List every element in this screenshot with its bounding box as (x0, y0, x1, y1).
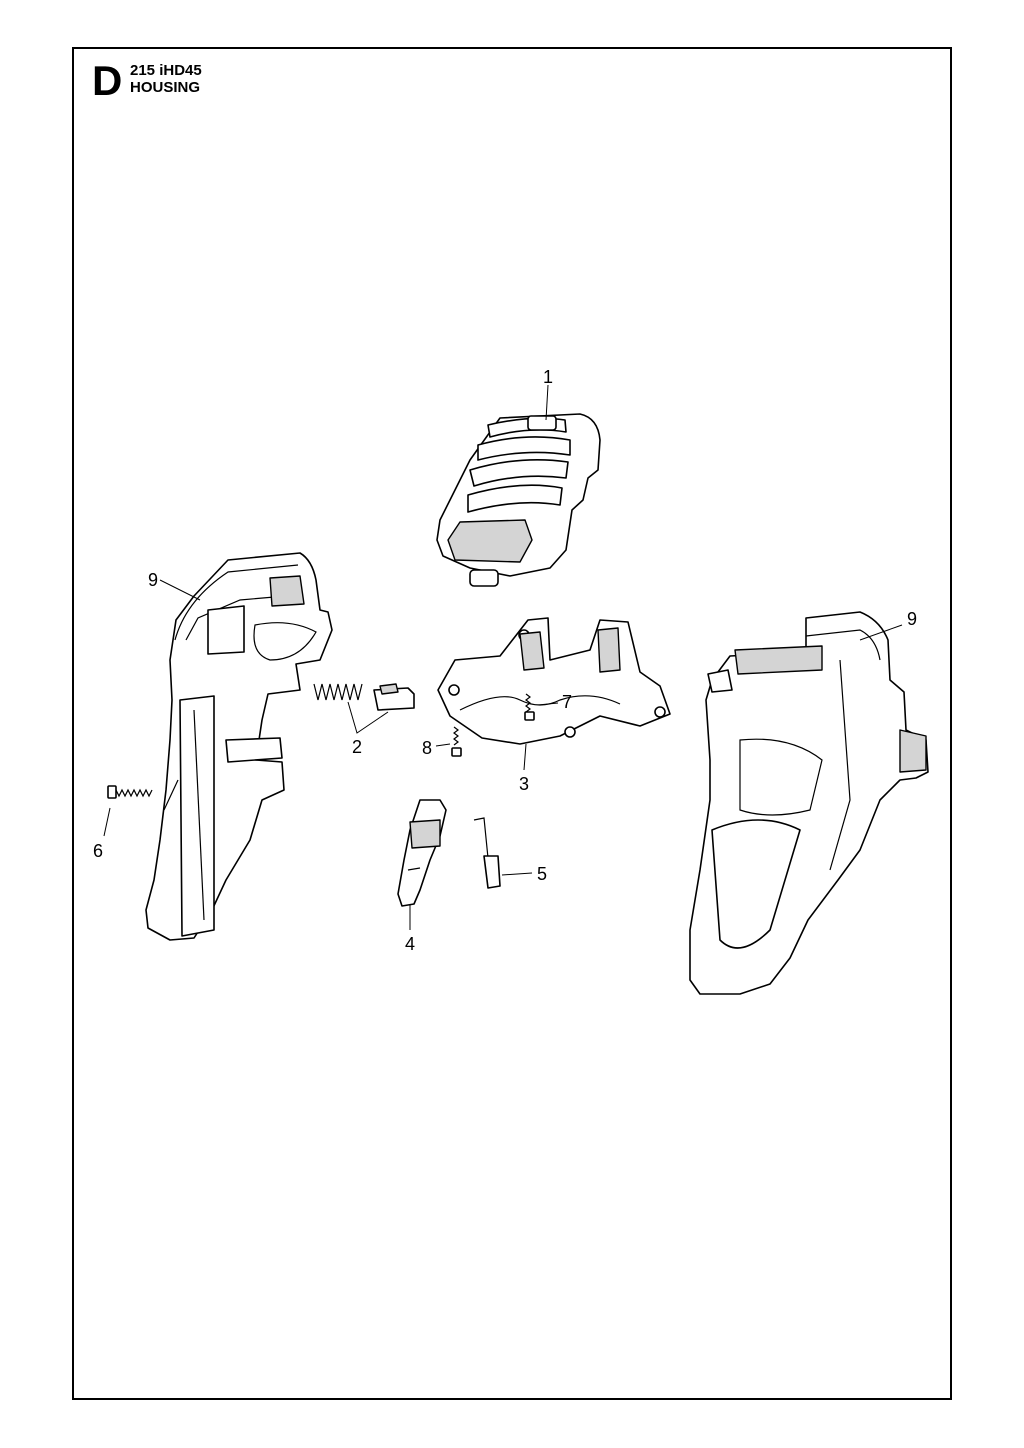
callout-number: 8 (422, 738, 432, 758)
model-number: 215 iHD45 (130, 62, 202, 79)
trigger-icon[interactable] (397, 799, 447, 907)
leader-line (523, 743, 527, 771)
callout-number: 1 (543, 367, 553, 387)
handle-housing-half-icon[interactable] (145, 552, 333, 941)
leader-line (537, 702, 559, 706)
callout-number: 3 (519, 774, 529, 794)
handle-housing-half-icon[interactable] (689, 611, 929, 995)
top-cover-icon[interactable] (436, 413, 601, 587)
leader-line (347, 701, 389, 734)
screw-icon[interactable] (524, 693, 535, 721)
callout-number: 5 (537, 864, 547, 884)
callout-number: 2 (352, 737, 362, 757)
leader-line (859, 624, 903, 641)
callout-number: 6 (93, 841, 103, 861)
lever-pin-icon[interactable] (473, 817, 501, 889)
screw-icon[interactable] (451, 726, 462, 757)
callout-number: 9 (148, 570, 158, 590)
section-letter: D (92, 57, 123, 104)
leader-line (159, 579, 201, 601)
leader-line (435, 743, 451, 747)
drawing-frame (72, 47, 952, 1400)
base-plate-icon[interactable] (437, 617, 671, 745)
callout-number: 9 (907, 609, 917, 629)
leader-line (501, 872, 533, 876)
screw-icon[interactable] (107, 785, 153, 799)
section-title: HOUSING (130, 79, 201, 96)
leader-line (103, 807, 111, 837)
leader-line (545, 384, 549, 421)
spring-and-button-icon[interactable] (313, 683, 415, 711)
callout-number: 4 (405, 934, 415, 954)
callout-number: 7 (562, 692, 572, 712)
